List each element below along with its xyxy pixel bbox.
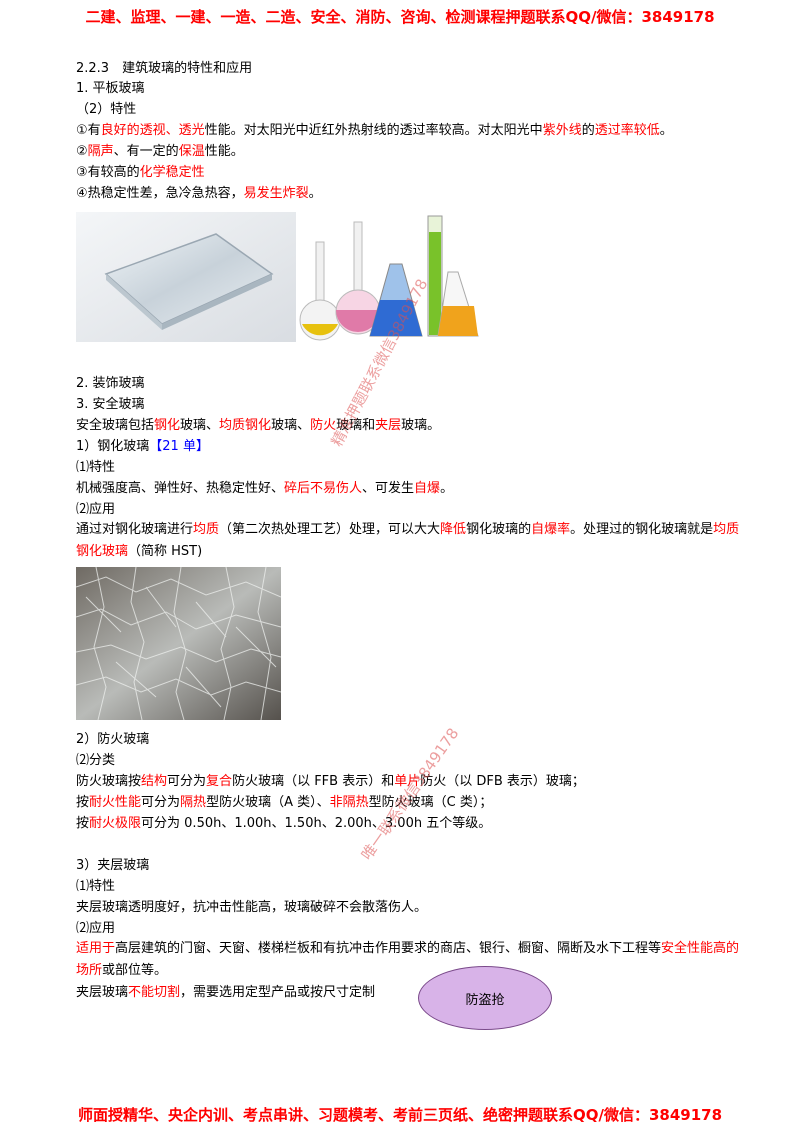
- text: 玻璃、: [271, 418, 311, 433]
- text: 钢化玻璃的: [466, 522, 532, 537]
- text: 可分为: [167, 774, 207, 789]
- text: 。处理过的钢化玻璃就是: [570, 522, 714, 537]
- highlight: 夹层: [375, 418, 402, 433]
- text: 安全玻璃包括: [76, 418, 155, 433]
- highlight: 紫外线: [542, 123, 582, 138]
- section-title: 2.2.3 建筑玻璃的特性和应用: [76, 61, 253, 76]
- highlight: 化学稳定性: [139, 165, 205, 180]
- text: 性能。: [204, 144, 244, 159]
- highlight: 降低: [440, 522, 467, 537]
- laminated-feature-heading: ⑴特性: [76, 879, 116, 894]
- highlight: 防火: [310, 418, 337, 433]
- highlight: 隔热: [180, 795, 207, 810]
- text: （第二次热处理工艺）处理，可以大大: [219, 522, 441, 537]
- highlight: 均质: [193, 522, 220, 537]
- text: 玻璃、: [180, 418, 220, 433]
- highlight: 不能切割: [128, 985, 181, 1000]
- page-header: 二建、监理、一建、一造、二造、安全、消防、咨询、检测课程押题联系QQ/微信：38…: [85, 8, 715, 26]
- text: 、有一定的: [113, 144, 179, 159]
- laminated-app-heading: ⑵应用: [76, 921, 116, 936]
- text: 高层建筑的门窗、天窗、楼梯栏板和有抗冲击作用要求的商店、银行、橱窗、隔断及水下工…: [115, 941, 662, 956]
- flat-feature-1: ①有良好的透视、透光性能。对太阳光中近红外热射线的透过率较高。对太阳光中紫外线的…: [76, 122, 673, 140]
- text: 按: [76, 816, 90, 831]
- text: （简称 HST): [128, 544, 203, 559]
- text: 1）钢化玻璃: [76, 439, 150, 454]
- highlight: 良好的透视、透光: [100, 123, 205, 138]
- text: ③有较高的: [76, 165, 140, 180]
- highlight: 自爆: [414, 481, 441, 496]
- laminated-feature-text: 夹层玻璃透明度好，抗冲击性能高，玻璃破碎不会散落伤人。: [76, 900, 428, 915]
- text: ①有: [76, 123, 101, 138]
- glass-sheet-photo: [76, 212, 296, 342]
- text: 防火（以 DFB 表示）玻璃；: [420, 774, 585, 789]
- text: 防火玻璃按: [76, 774, 142, 789]
- lab-glassware-photo: [298, 212, 488, 342]
- text: 。: [308, 186, 322, 201]
- decorative-glass-heading: 2. 装饰玻璃: [76, 376, 145, 391]
- text: 型防火玻璃（A 类）、: [206, 795, 330, 810]
- highlight: 均质钢化玻璃: [76, 522, 740, 559]
- laminated-glass-heading: 3）夹层玻璃: [76, 858, 150, 873]
- highlight: 易发生炸裂: [243, 186, 309, 201]
- flat-feature-3: ③有较高的化学稳定性: [76, 164, 205, 182]
- text: 。: [659, 123, 673, 138]
- fire-class-2: 按耐火性能可分为隔热型防火玻璃（A 类）、非隔热型防火玻璃（C 类）；: [76, 794, 492, 812]
- anti-theft-oval: 防盗抢: [418, 966, 552, 1030]
- tempered-app-heading: ⑵应用: [76, 502, 116, 517]
- flat-feature-2: ②隔声、有一定的保温性能。: [76, 143, 244, 161]
- text: ，需要选用定型产品或按尺寸定制: [180, 985, 376, 1000]
- text: 型防火玻璃（C 类）；: [368, 795, 493, 810]
- text: 可分为 0.50h、1.00h、1.50h、2.00h、3.00h 五个等级。: [141, 816, 492, 831]
- highlight: 保温: [178, 144, 205, 159]
- safety-glass-text: 安全玻璃包括钢化玻璃、均质钢化玻璃、防火玻璃和夹层玻璃。: [76, 417, 440, 435]
- highlight: 耐火极限: [89, 816, 142, 831]
- highlight: 碎后不易伤人: [284, 481, 363, 496]
- text: 玻璃和: [336, 418, 376, 433]
- tempered-app-text: 通过对钢化玻璃进行均质（第二次热处理工艺）处理，可以大大降低钢化玻璃的自爆率。处…: [76, 519, 744, 563]
- shattered-glass-photo: [76, 567, 281, 720]
- text: 可分为: [141, 795, 181, 810]
- text: 。: [440, 481, 454, 496]
- text: 的: [581, 123, 595, 138]
- text: 性能。对太阳光中近红外热射线的透过率较高。对太阳光中: [204, 123, 543, 138]
- text: 机械强度高、弹性好、热稳定性好、: [76, 481, 285, 496]
- safety-glass-heading: 3. 安全玻璃: [76, 397, 145, 412]
- tempered-glass-heading: 1）钢化玻璃【21 单】: [76, 438, 209, 456]
- laminated-cut-text: 夹层玻璃不能切割，需要选用定型产品或按尺寸定制: [76, 984, 375, 1002]
- highlight: 结构: [141, 774, 168, 789]
- text: 或部位等。: [102, 963, 168, 978]
- fire-class-1: 防火玻璃按结构可分为复合防火玻璃（以 FFB 表示）和单片防火（以 DFB 表示…: [76, 773, 585, 791]
- text: 按: [76, 795, 90, 810]
- highlight: 透过率较低: [594, 123, 660, 138]
- flat-glass-heading: 1. 平板玻璃: [76, 81, 145, 96]
- highlight: 安全性能高的场所: [76, 941, 740, 978]
- flat-feature-4: ④热稳定性差，急冷急热容，易发生炸裂。: [76, 185, 322, 203]
- laminated-app-text: 适用于高层建筑的门窗、天窗、楼梯栏板和有抗冲击作用要求的商店、银行、橱窗、隔断及…: [76, 938, 744, 982]
- highlight: 耐火性能: [89, 795, 142, 810]
- text: 防火玻璃（以 FFB 表示）和: [232, 774, 395, 789]
- text: 玻璃。: [401, 418, 441, 433]
- fire-glass-heading: 2）防火玻璃: [76, 732, 150, 747]
- highlight: 钢化: [154, 418, 181, 433]
- highlight: 非隔热: [329, 795, 369, 810]
- oval-label: 防盗抢: [465, 992, 505, 1008]
- flat-feature-heading: （2）特性: [76, 102, 137, 117]
- highlight: 隔声: [87, 144, 114, 159]
- fire-class-3: 按耐火极限可分为 0.50h、1.00h、1.50h、2.00h、3.00h 五…: [76, 815, 491, 833]
- highlight: 单片: [394, 774, 421, 789]
- highlight: 适用于: [76, 941, 116, 956]
- highlight: 复合: [206, 774, 233, 789]
- exam-tag: 【21 单】: [149, 439, 209, 454]
- highlight: 自爆率: [531, 522, 571, 537]
- text: 、可发生: [362, 481, 415, 496]
- text: 通过对钢化玻璃进行: [76, 522, 194, 537]
- tempered-feature-text: 机械强度高、弹性好、热稳定性好、碎后不易伤人、可发生自爆。: [76, 480, 453, 498]
- text: ④热稳定性差，急冷急热容，: [76, 186, 244, 201]
- text: 夹层玻璃: [76, 985, 129, 1000]
- page-footer: 师面授精华、央企内训、考点串讲、习题模考、考前三页纸、绝密押题联系QQ/微信：3…: [77, 1106, 723, 1124]
- fire-class-heading: ⑵分类: [76, 753, 116, 768]
- highlight: 均质钢化: [219, 418, 272, 433]
- text: ②: [76, 144, 88, 159]
- tempered-feature-heading: ⑴特性: [76, 460, 116, 475]
